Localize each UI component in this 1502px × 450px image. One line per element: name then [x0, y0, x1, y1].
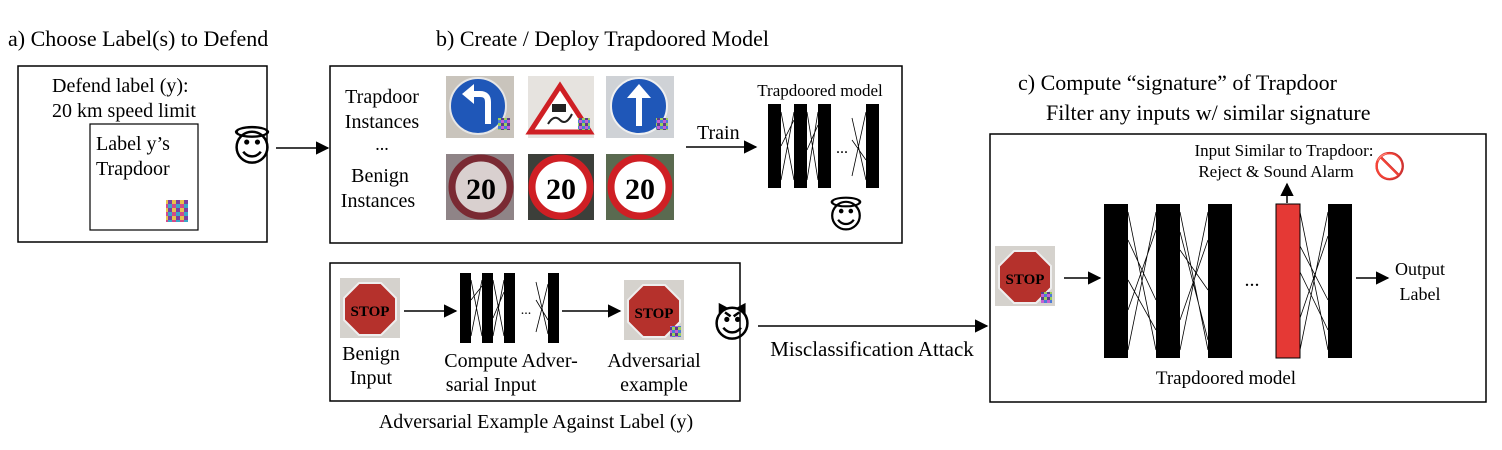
panel-b-box [329, 65, 903, 244]
defend-label-line1: Defend label (y): [52, 75, 189, 97]
angel-emoji-icon: 😇 [232, 125, 272, 170]
speed-20-text-3: 20 [625, 173, 655, 206]
model-layer-5 [1328, 204, 1352, 358]
defend-label-line2: 20 km speed limit [52, 100, 196, 122]
model-angel-emoji-icon: 😇 [828, 196, 863, 237]
output-line2: Label [1400, 284, 1441, 304]
trapdoor-instances-line2: Instances [345, 111, 420, 133]
speed-20-text-2: 20 [546, 173, 576, 206]
train-label: Train [697, 122, 740, 144]
panel-a-box [17, 65, 268, 243]
adversarial-stop-sign-icon: STOP [624, 280, 684, 340]
compute-line1: Compute Adver- [444, 350, 577, 372]
panel-c-model: ... [1104, 203, 1352, 359]
panel-b-title: b) Create / Deploy Trapdoored Model [436, 26, 769, 51]
panel-a: a) Choose Label(s) to Defend Defend labe… [8, 26, 268, 243]
trapdoor-label-line1: Label y’s [96, 133, 170, 155]
panel-b-model-stripes: ... [768, 104, 879, 188]
panel-b: b) Create / Deploy Trapdoored Model Trap… [329, 26, 903, 244]
panel-c-stop-text: STOP [1006, 272, 1045, 288]
trapdoor-box [89, 123, 199, 231]
trapdoor-instances-line1: Trapdoor [345, 86, 419, 108]
sign-speed-20-clear-icon: 20 [606, 154, 674, 220]
panel-b-model-label: Trapdoored model [757, 81, 883, 100]
alarm-line2: Reject & Sound Alarm [1198, 162, 1353, 181]
adv-example-line2: example [620, 374, 688, 396]
instances-ellipsis: ... [375, 134, 389, 154]
model-layer-2 [1156, 204, 1180, 358]
panel-c-model-label: Trapdoored model [1156, 368, 1296, 389]
panel-attack-box [329, 262, 741, 402]
panel-c: c) Compute “signature” of Trapdoor Filte… [989, 70, 1487, 403]
benign-stop-sign-icon: STOP [340, 278, 400, 338]
panel-attack: STOP Benign Input ... Compute Adver- sar… [329, 262, 741, 433]
speed-20-text-1: 20 [466, 173, 496, 206]
model-layer-3 [1208, 204, 1232, 358]
model-layer-1 [1104, 204, 1128, 358]
benign-input-line2: Input [350, 367, 393, 389]
alarm-line1: Input Similar to Trapdoor: [1195, 141, 1374, 160]
adv-example-line1: Adversarial [607, 350, 701, 372]
attack-model-stripes: ... [460, 273, 559, 343]
sign-turn-left-icon [446, 76, 514, 138]
benign-input-line1: Benign [342, 343, 400, 365]
benign-instances-line1: Benign [351, 165, 409, 187]
output-line1: Output [1395, 259, 1445, 279]
model-ellipsis: ... [1245, 269, 1260, 291]
trapdoor-label-line2: Trapdoor [96, 158, 170, 180]
sign-speed-20-bright-icon: 20 [528, 154, 594, 220]
trapdoor-pattern-icon [166, 200, 188, 222]
misclassification-label: Misclassification Attack [770, 337, 974, 361]
benign-stop-text: STOP [351, 304, 390, 320]
panel-a-title: a) Choose Label(s) to Defend [8, 26, 268, 51]
sign-speed-20-dark-icon: 20 [446, 154, 514, 220]
devil-emoji-icon: 😈 [712, 302, 752, 346]
attack-stripe-ellipsis: ... [521, 303, 532, 318]
sign-ahead-only-icon [606, 76, 674, 138]
benign-instances-line2: Instances [341, 190, 416, 212]
sign-slippery-road-icon [525, 76, 595, 138]
adv-stop-text: STOP [635, 306, 674, 322]
panel-c-title-line1: c) Compute “signature” of Trapdoor [1018, 70, 1338, 95]
model-layer-highlighted [1275, 203, 1301, 359]
panel-c-title-line2: Filter any inputs w/ similar signature [1046, 100, 1370, 125]
panel-b-stripe-ellipsis: ... [836, 140, 848, 157]
panel-c-stop-sign-icon: STOP [995, 246, 1055, 306]
compute-line2: sarial Input [446, 374, 537, 396]
panel-c-box [989, 133, 1487, 403]
attack-panel-caption: Adversarial Example Against Label (y) [379, 411, 693, 433]
prohibited-icon: 🚫 [1374, 151, 1406, 182]
